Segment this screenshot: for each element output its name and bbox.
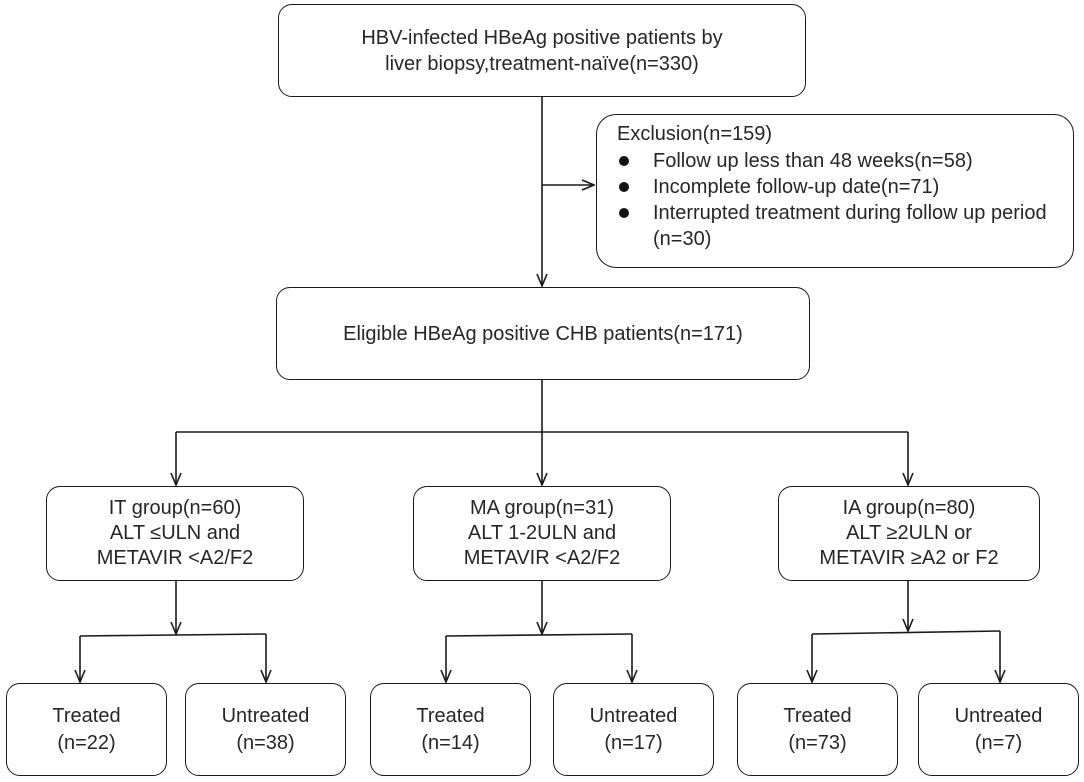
ma-untreated-box: Untreated (n=17)	[553, 683, 714, 776]
line-ia-split	[811, 630, 1001, 635]
line-it-split	[79, 633, 267, 637]
exclusion-item: Interrupted treatment during follow up p…	[617, 200, 1061, 252]
leaf-label: Untreated	[954, 704, 1043, 727]
group-metavir-criterion: METAVIR <A2/F2	[463, 547, 621, 569]
leaf-count: (n=38)	[236, 731, 295, 754]
exclusion-list: Follow up less than 48 weeks(n=58) Incom…	[617, 148, 1061, 252]
leaf-label: Treated	[416, 704, 485, 727]
leaf-label: Treated	[52, 704, 121, 727]
group-title: IT group(n=60)	[108, 497, 242, 519]
exclusion-box: Exclusion(n=159) Follow up less than 48 …	[596, 114, 1074, 268]
screening-line-1: HBV-infected HBeAg positive patients by	[361, 26, 723, 49]
group-title: MA group(n=31)	[470, 497, 614, 519]
group-alt-criterion: ALT 1-2ULN and	[467, 522, 617, 544]
it-group-box: IT group(n=60) ALT ≤ULN and METAVIR <A2/…	[46, 486, 304, 581]
line-ma-split	[445, 633, 633, 637]
eligible-label: Eligible HBeAg positive CHB patients(n=1…	[343, 322, 743, 345]
group-metavir-criterion: METAVIR <A2/F2	[96, 547, 254, 569]
it-untreated-box: Untreated (n=38)	[185, 683, 346, 776]
leaf-label: Untreated	[221, 704, 310, 727]
ia-treated-box: Treated (n=73)	[737, 683, 898, 776]
group-alt-criterion: ALT ≥2ULN or	[846, 522, 972, 544]
ma-group-box: MA group(n=31) ALT 1-2ULN and METAVIR <A…	[413, 486, 671, 581]
leaf-count: (n=17)	[604, 731, 663, 754]
exclusion-item: Incomplete follow-up date(n=71)	[617, 174, 1061, 200]
group-title: IA group(n=80)	[842, 497, 976, 519]
exclusion-header: Exclusion(n=159)	[617, 123, 773, 145]
screening-box: HBV-infected HBeAg positive patients by …	[278, 4, 806, 97]
group-metavir-criterion: METAVIR ≥A2 or F2	[819, 547, 999, 569]
it-treated-box: Treated (n=22)	[6, 683, 167, 776]
ma-treated-box: Treated (n=14)	[370, 683, 531, 776]
leaf-count: (n=7)	[974, 731, 1023, 754]
leaf-count: (n=14)	[421, 731, 480, 754]
screening-line-2: liver biopsy,treatment-naïve(n=330)	[385, 52, 699, 75]
leaf-label: Treated	[783, 704, 852, 727]
exclusion-item: Follow up less than 48 weeks(n=58)	[617, 148, 1061, 174]
leaf-label: Untreated	[589, 704, 678, 727]
ia-untreated-box: Untreated (n=7)	[918, 683, 1079, 776]
ia-group-box: IA group(n=80) ALT ≥2ULN or METAVIR ≥A2 …	[778, 486, 1040, 581]
leaf-count: (n=73)	[788, 731, 847, 754]
eligible-box: Eligible HBeAg positive CHB patients(n=1…	[276, 287, 810, 380]
leaf-count: (n=22)	[57, 731, 116, 754]
group-alt-criterion: ALT ≤ULN and	[109, 522, 241, 544]
